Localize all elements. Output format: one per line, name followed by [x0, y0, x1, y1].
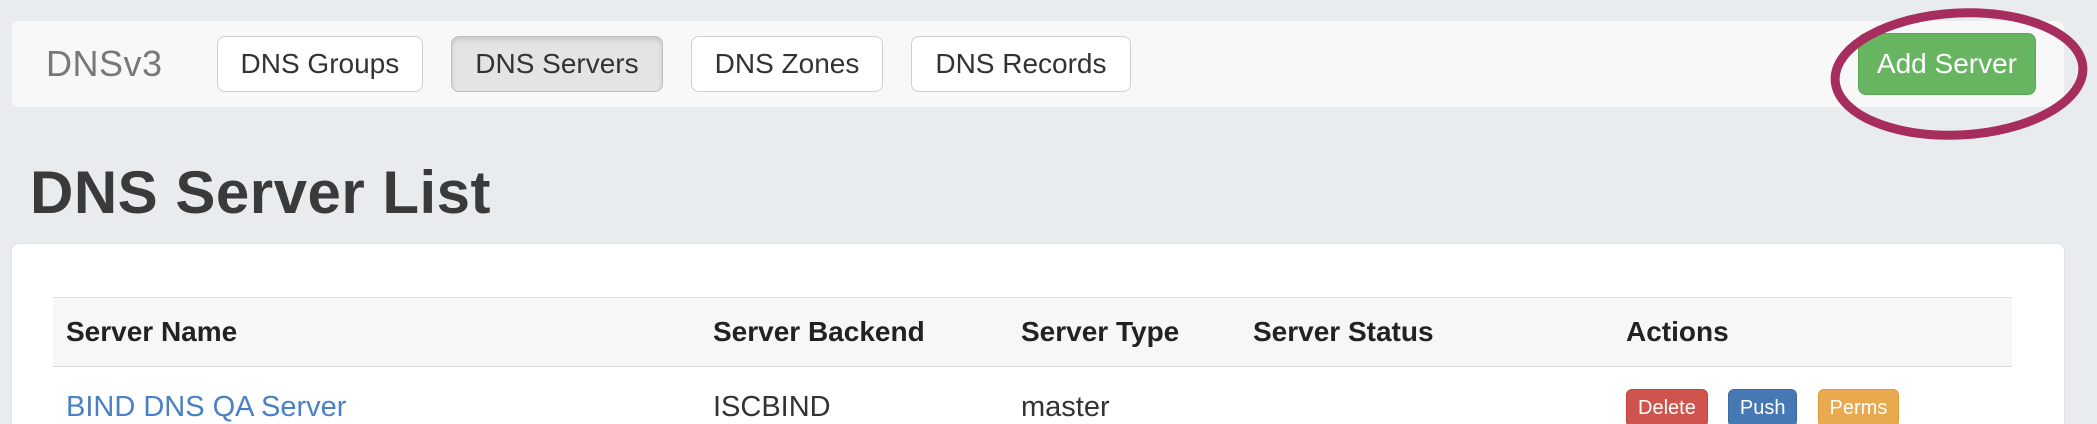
server-backend-cell: ISCBIND [713, 391, 831, 423]
actions-cell: Delete Push Perms [1613, 367, 2012, 424]
nav-dns-groups[interactable]: DNS Groups [216, 36, 424, 92]
top-navbar: DNSv3 DNS Groups DNS Servers DNS Zones D… [11, 20, 2065, 108]
table-header-row: Server Name Server Backend Server Type S… [53, 297, 2012, 367]
add-server-button[interactable]: Add Server [1857, 33, 2036, 95]
dns-server-table: Server Name Server Backend Server Type S… [53, 297, 2012, 424]
col-header-actions: Actions [1626, 316, 1729, 347]
nav-dns-records[interactable]: DNS Records [911, 36, 1131, 92]
nav-dns-zones[interactable]: DNS Zones [690, 36, 884, 92]
server-type-cell: master [1021, 391, 1110, 423]
table-row: BIND DNS QA Server ISCBIND master Delete… [53, 367, 2012, 424]
page-title: DNS Server List [30, 159, 492, 226]
col-header-server-type: Server Type [1021, 316, 1180, 347]
server-name-link[interactable]: BIND DNS QA Server [66, 391, 347, 423]
content-panel: Server Name Server Backend Server Type S… [11, 243, 2065, 424]
app-brand: DNSv3 [46, 43, 163, 84]
server-status-cell [1240, 367, 1613, 424]
perms-button[interactable]: Perms [1817, 388, 1900, 424]
nav-dns-servers[interactable]: DNS Servers [451, 36, 663, 92]
col-header-server-backend: Server Backend [713, 316, 925, 347]
delete-button[interactable]: Delete [1626, 388, 1708, 424]
col-header-server-name: Server Name [66, 316, 238, 347]
push-button[interactable]: Push [1727, 388, 1798, 424]
col-header-server-status: Server Status [1253, 316, 1434, 347]
server-name-cell: BIND DNS QA Server [53, 367, 700, 424]
